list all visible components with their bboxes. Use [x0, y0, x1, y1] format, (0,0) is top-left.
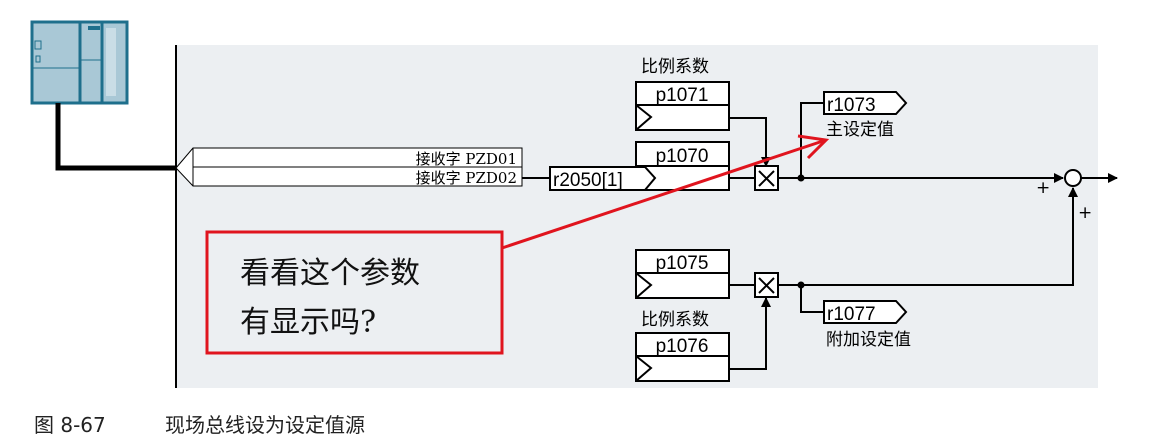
receive-word-pzd01: 接收字 PZD01 — [416, 150, 517, 168]
figure-title: 现场总线设为设定值源 — [165, 413, 365, 437]
fieldbus-line — [55, 103, 176, 171]
p1071-param-block[interactable]: p1071 — [635, 81, 730, 131]
svg-text:r2050[1]: r2050[1] — [553, 170, 623, 191]
svg-text:p1075: p1075 — [656, 253, 709, 274]
p1075-param-block[interactable]: p1075 — [635, 249, 730, 299]
svg-text:看看这个参数: 看看这个参数 — [240, 256, 420, 291]
sum-sign-additional: + — [1078, 203, 1092, 223]
r1077-connector[interactable]: r1077 — [823, 300, 908, 325]
main-setpoint-label: 主设定值 — [826, 120, 894, 140]
r2050-connector[interactable]: r2050[1] — [549, 166, 657, 191]
svg-text:p1070: p1070 — [656, 146, 709, 167]
controller-device-icon — [30, 20, 129, 105]
annotation-arrow — [501, 134, 830, 250]
annotation-box: 看看这个参数 有显示吗? — [205, 230, 504, 355]
svg-text:r1073: r1073 — [827, 95, 876, 116]
svg-text:r1077: r1077 — [827, 304, 876, 325]
p1076-param-block[interactable]: p1076 — [635, 332, 730, 382]
additional-setpoint-label: 附加设定值 — [826, 330, 911, 350]
lower-scale-label: 比例系数 — [641, 310, 709, 330]
lower-multiply-icon — [754, 272, 779, 298]
r1073-connector[interactable]: r1073 — [823, 91, 908, 116]
svg-text:有显示吗?: 有显示吗? — [240, 305, 376, 340]
sum-sign-main: + — [1036, 178, 1050, 198]
svg-text:p1076: p1076 — [656, 336, 709, 357]
upper-multiply-icon — [754, 165, 779, 191]
svg-text:p1071: p1071 — [656, 85, 709, 106]
upper-scale-label: 比例系数 — [641, 57, 709, 77]
receive-words: 接收字 PZD01 接收字 PZD02 — [175, 147, 523, 187]
sum-junction-icon — [1064, 169, 1082, 187]
receive-word-pzd02: 接收字 PZD02 — [416, 169, 517, 187]
figure-number: 图 8-67 — [34, 413, 106, 437]
